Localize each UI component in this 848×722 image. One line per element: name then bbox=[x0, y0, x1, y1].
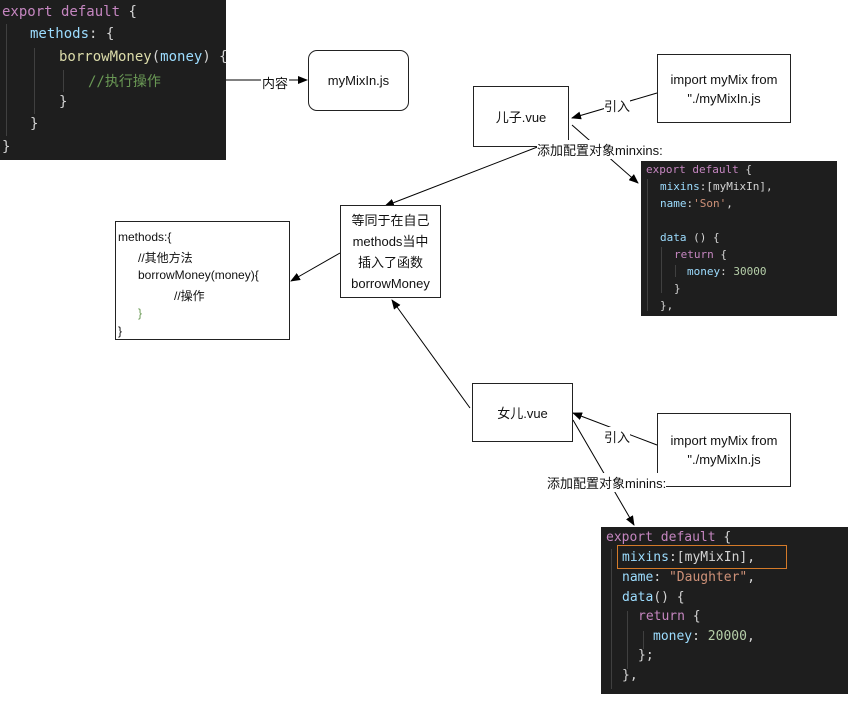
indent-guide bbox=[63, 70, 64, 92]
import-line-2: "./myMixIn.js bbox=[687, 452, 761, 467]
equiv-line-1: 等同于在自己 bbox=[351, 212, 430, 228]
code-punct: ) { bbox=[202, 49, 228, 65]
mymixin-file-label: myMixIn.js bbox=[327, 73, 390, 88]
indent-guide bbox=[647, 179, 648, 311]
label-import-son: 引入 bbox=[604, 96, 631, 115]
equiv-line-2: methods当中 bbox=[352, 233, 429, 249]
code-punct: , bbox=[726, 197, 733, 210]
code-number: 30000 bbox=[733, 265, 767, 278]
arrow-daughter-to-code bbox=[572, 419, 635, 526]
indent-guide bbox=[611, 549, 612, 689]
code-string: 'Son' bbox=[693, 197, 727, 210]
equivalence-note-box: 等同于在自己 methods当中 插入了函数 borrowMoney bbox=[340, 205, 441, 298]
code-number: 20000 bbox=[707, 629, 747, 644]
code-block-daughter: export default { mixins:[myMixIn], name:… bbox=[601, 527, 848, 694]
code-punct: { bbox=[684, 609, 701, 624]
code-property: money bbox=[653, 629, 693, 644]
daughter-vue-label: 女儿.vue bbox=[497, 406, 548, 421]
code-punct: }, bbox=[622, 668, 638, 683]
code-punct: : bbox=[692, 629, 708, 644]
import-box-son: import myMix from "./myMixIn.js bbox=[657, 54, 791, 123]
arrow-daughter-to-equiv bbox=[391, 299, 471, 409]
mymixin-file-box: myMixIn.js bbox=[308, 50, 409, 111]
code-function: data bbox=[622, 590, 654, 605]
code-punct: { bbox=[120, 4, 137, 20]
code-punct: }, bbox=[660, 299, 674, 312]
code-function: borrowMoney bbox=[59, 49, 152, 65]
code-punct: : bbox=[653, 570, 669, 585]
indent-guide bbox=[627, 611, 628, 669]
label-add-mixins-son: 添加配置对象minxins: bbox=[537, 140, 663, 159]
code-function: data bbox=[660, 231, 687, 244]
code-string: "Daughter" bbox=[668, 570, 748, 585]
code-property: mixins bbox=[660, 180, 700, 193]
code-punct: ( bbox=[151, 49, 161, 65]
methods-function-line: borrowMoney(money){ bbox=[138, 268, 259, 282]
arrow-son-to-equiv bbox=[384, 145, 541, 207]
methods-close-inner: } bbox=[138, 306, 143, 320]
methods-comment-line: //其他方法 bbox=[138, 251, 193, 265]
code-punct: () { bbox=[686, 231, 720, 244]
code-punct: { bbox=[738, 163, 752, 176]
import-box-daughter: import myMix from "./myMixIn.js bbox=[657, 413, 791, 487]
code-punct: }; bbox=[638, 648, 654, 663]
code-block-son: export default { mixins:[myMixIn], name:… bbox=[641, 161, 837, 316]
code-punct: { bbox=[715, 530, 732, 545]
code-property: money bbox=[687, 265, 721, 278]
label-content: 内容 bbox=[261, 73, 290, 92]
code-keyword: export default bbox=[606, 530, 716, 545]
import-line-1: import myMix from bbox=[670, 71, 778, 87]
code-punct: : { bbox=[89, 26, 115, 42]
methods-op-line: //操作 bbox=[174, 289, 205, 303]
indent-guide bbox=[34, 48, 35, 114]
equiv-line-3: 插入了函数 bbox=[357, 254, 423, 270]
equiv-line-4: borrowMoney bbox=[351, 275, 430, 291]
code-punct: , bbox=[747, 570, 756, 585]
arrow-equiv-to-methods bbox=[290, 252, 341, 282]
label-import-daughter: 引入 bbox=[604, 427, 631, 446]
highlight-mixins-line bbox=[617, 545, 787, 569]
code-punct: } bbox=[674, 282, 681, 295]
indent-guide bbox=[661, 247, 662, 293]
import-line-1: import myMix from bbox=[670, 433, 778, 448]
code-punct: } bbox=[2, 139, 11, 155]
code-punct: : bbox=[720, 265, 734, 278]
code-keyword: return bbox=[638, 609, 685, 624]
indent-guide bbox=[6, 24, 7, 136]
code-punct: { bbox=[713, 248, 727, 261]
code-property: mixins bbox=[622, 550, 669, 565]
daughter-vue-box: 女儿.vue bbox=[472, 383, 573, 442]
code-property: name bbox=[660, 197, 687, 210]
code-property: name bbox=[622, 570, 654, 585]
code-punct: } bbox=[30, 116, 39, 132]
methods-line: methods:{ bbox=[118, 230, 172, 244]
code-keyword: export default bbox=[2, 4, 121, 20]
code-block-mixin-source: export default { methods: { borrowMoney(… bbox=[0, 0, 228, 160]
code-property: methods bbox=[30, 26, 90, 42]
code-punct: } bbox=[59, 94, 68, 110]
code-punct: , bbox=[746, 629, 755, 644]
code-punct: :[myMixIn], bbox=[699, 180, 773, 193]
code-keyword: return bbox=[674, 248, 714, 261]
label-add-mixins-daughter: 添加配置对象minins: bbox=[547, 473, 667, 492]
code-punct: () { bbox=[653, 590, 685, 605]
methods-close-outer: } bbox=[118, 324, 123, 338]
code-punct: : bbox=[686, 197, 694, 210]
indent-guide bbox=[675, 265, 676, 277]
code-comment: //执行操作 bbox=[88, 74, 161, 90]
code-punct: :[myMixIn], bbox=[668, 550, 756, 565]
code-param: money bbox=[160, 49, 203, 65]
methods-result-box: methods:{ //其他方法 borrowMoney(money){ //操… bbox=[115, 221, 290, 340]
son-vue-label: 儿子.vue bbox=[495, 110, 547, 125]
code-keyword: export default bbox=[646, 163, 739, 176]
indent-guide bbox=[643, 631, 644, 649]
import-line-2: "./myMixIn.js bbox=[687, 90, 761, 106]
son-vue-box: 儿子.vue bbox=[473, 86, 569, 147]
